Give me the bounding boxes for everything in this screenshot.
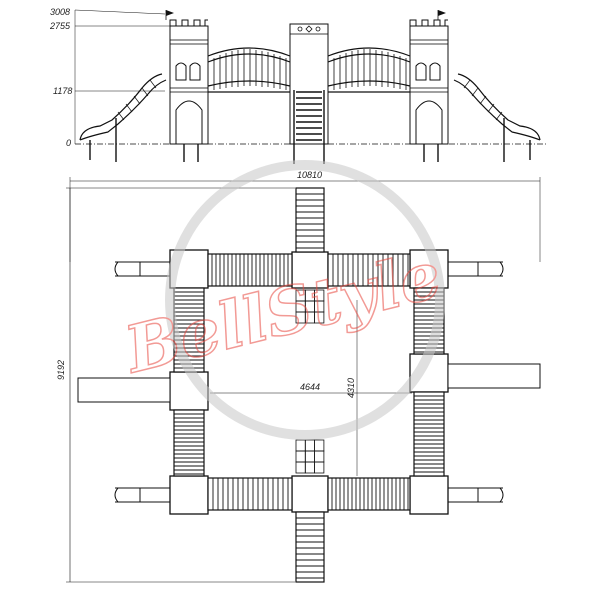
slide-mid-left bbox=[77, 377, 171, 403]
right-flag-icon bbox=[438, 10, 446, 16]
elevation-view: 3008 2755 1178 0 bbox=[49, 7, 548, 164]
walkway-right-lower bbox=[413, 391, 445, 477]
walkways bbox=[173, 253, 445, 511]
ladder-bottom bbox=[295, 511, 325, 583]
climbing-net-bottom-cell bbox=[314, 450, 325, 463]
left-bridge bbox=[207, 47, 291, 93]
right-slide bbox=[457, 73, 541, 141]
label-3008: 3008 bbox=[50, 7, 70, 17]
label-1178: 1178 bbox=[53, 86, 72, 96]
climbing-net-bottom-cell bbox=[295, 450, 306, 463]
left-tower bbox=[165, 10, 209, 145]
depth-dim-label: 9192 bbox=[56, 360, 66, 380]
walkway-bottom-left bbox=[207, 477, 293, 511]
walkway-top-right bbox=[327, 253, 411, 287]
climbing-net-top-cell bbox=[314, 311, 325, 324]
climbing-net-bottom-cell bbox=[295, 461, 306, 474]
label-0: 0 bbox=[66, 138, 71, 148]
platform-bottom-left bbox=[169, 475, 209, 515]
platform-bottom-center bbox=[291, 475, 329, 513]
climbing-net-bottom-cell bbox=[304, 450, 315, 463]
slide-mid-right bbox=[447, 363, 541, 389]
walkway-top-left bbox=[207, 253, 293, 287]
slide-bottom-right bbox=[448, 487, 504, 503]
slide-bottom-left bbox=[114, 487, 170, 503]
left-slide bbox=[79, 73, 163, 141]
climbing-net-bottom-cell bbox=[314, 439, 325, 452]
climbing-net-bottom-cell bbox=[304, 439, 315, 452]
walkway-left-lower bbox=[173, 409, 205, 477]
ladders bbox=[295, 187, 325, 583]
platform-bottom-right bbox=[409, 475, 449, 515]
center-tower bbox=[289, 23, 329, 164]
slide-top-right bbox=[448, 261, 504, 277]
right-tower bbox=[409, 10, 449, 145]
climbing-net-bottom-cell bbox=[304, 461, 315, 474]
inner-depth-label: 4310 bbox=[346, 378, 356, 398]
watermark-ring bbox=[165, 160, 445, 440]
label-2755: 2755 bbox=[49, 21, 71, 31]
ladder-top bbox=[295, 187, 325, 253]
plan-slides bbox=[77, 261, 541, 503]
climbing-net-bottom-cell bbox=[295, 439, 306, 452]
left-flag-icon bbox=[166, 10, 174, 16]
plan-view: 10810 9192 4644 4310 bbox=[56, 170, 541, 583]
climbing-net-bottom-cell bbox=[314, 461, 325, 474]
width-dim-label: 10810 bbox=[297, 170, 322, 180]
right-bridge bbox=[327, 47, 411, 93]
slide-top-left bbox=[114, 261, 170, 277]
inner-span-label: 4644 bbox=[300, 382, 320, 392]
level-line-3008 bbox=[74, 9, 166, 15]
